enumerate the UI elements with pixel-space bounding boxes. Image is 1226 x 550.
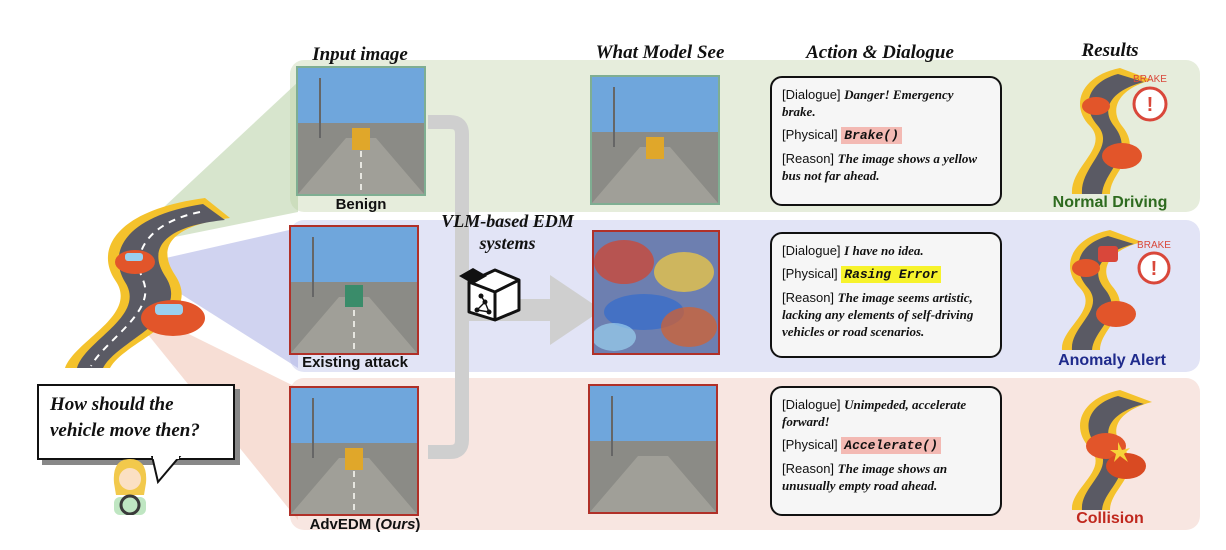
road-illustration: [65, 198, 230, 368]
svg-text:!: !: [1151, 258, 1158, 280]
model-view-existing-attack: [592, 230, 720, 355]
result-normal-driving: Normal Driving: [1052, 194, 1168, 211]
caption-advedm: AdvEDM (Ours): [309, 516, 421, 533]
input-image-advedm: [289, 386, 419, 516]
header-action-dialogue: Action & Dialogue: [806, 42, 954, 63]
svg-text:BRAKE: BRAKE: [1137, 240, 1171, 251]
system-label: VLM-based EDM systems: [441, 211, 574, 253]
svg-text:!: !: [1147, 94, 1154, 116]
result-collision: Collision: [1076, 510, 1144, 527]
model-view-benign: [590, 75, 720, 205]
dialogue-box-existing-attack: [Dialogue] I have no idea. [Physical] Ra…: [770, 232, 1002, 358]
physical-action-highlight: Rasing Error: [841, 266, 941, 283]
header-input-image: Input image: [312, 44, 408, 65]
physical-action-highlight: Brake(): [841, 127, 902, 144]
row-band-existing-attack: [290, 220, 1200, 372]
driver-icon: [113, 459, 147, 515]
dialogue-box-advedm: [Dialogue] Unimpeded, accelerate forward…: [770, 386, 1002, 516]
input-image-existing-attack: [289, 225, 419, 355]
result-icon-anomaly-alert: ! BRAKE: [1061, 230, 1171, 350]
dialogue-box-benign: [Dialogue] Danger! Emergency brake. [Phy…: [770, 76, 1002, 206]
caption-benign: Benign: [335, 196, 387, 213]
result-icon-collision: [1071, 390, 1152, 510]
row-band-benign: [290, 60, 1200, 212]
input-image-benign: [296, 66, 426, 196]
result-icon-normal-driving: ! BRAKE: [1071, 68, 1168, 194]
header-what-model-see: What Model See: [595, 42, 725, 63]
model-view-advedm: [588, 384, 718, 514]
physical-action-highlight: Accelerate(): [841, 437, 941, 454]
vlm-system-icon: [459, 268, 521, 322]
result-anomaly-alert: Anomaly Alert: [1058, 352, 1166, 369]
question-text: How should the vehicle move then?: [50, 394, 200, 441]
caption-existing-attack: Existing attack: [302, 354, 408, 371]
svg-text:BRAKE: BRAKE: [1133, 74, 1167, 85]
bubble-tail: [150, 456, 182, 485]
question-bubble: [37, 384, 235, 460]
header-results: Results: [1081, 40, 1139, 61]
car-icon: [115, 250, 155, 274]
